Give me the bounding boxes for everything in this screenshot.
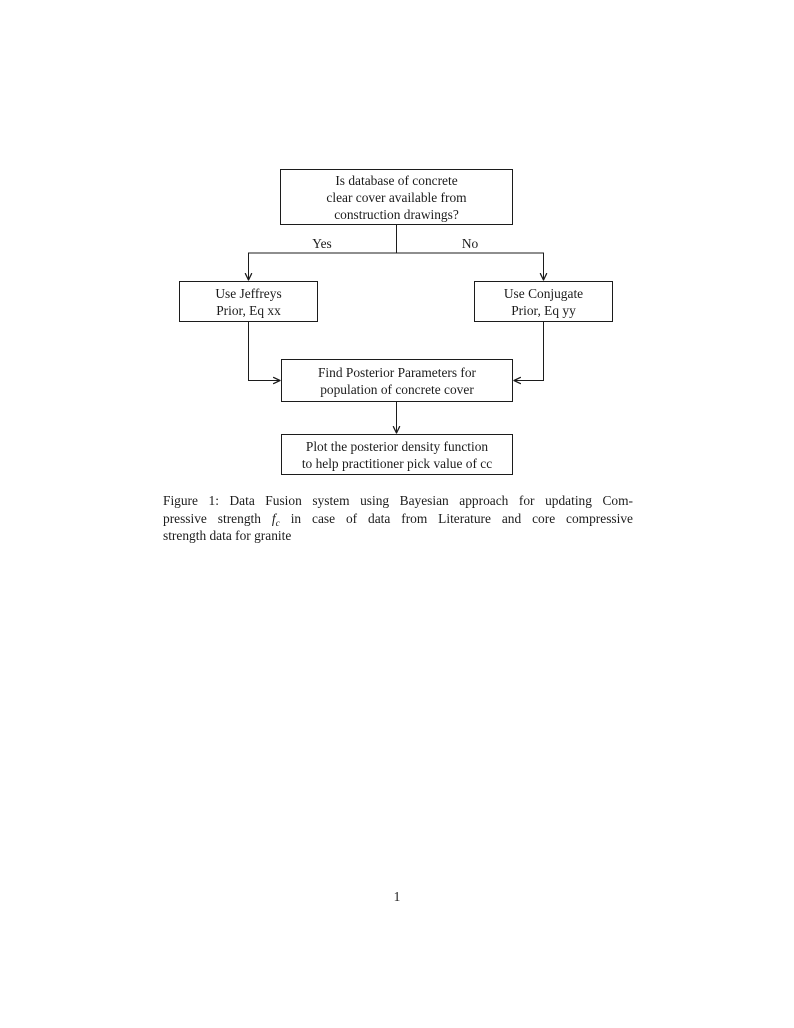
caption-line-2-pre: pressive strength bbox=[163, 510, 261, 526]
caption-math-f: f bbox=[271, 510, 276, 526]
flowchart-node-conjugate-prior: Use Conjugate Prior, Eq yy bbox=[474, 281, 613, 322]
node-conjugate-line: Prior, Eq yy bbox=[511, 302, 576, 318]
caption-math-fc: fc bbox=[271, 510, 280, 529]
caption-math-subscript: c bbox=[275, 518, 280, 529]
node-question-line: Is database of concrete bbox=[335, 172, 458, 188]
node-plot-line: to help practitioner pick value of cc bbox=[301, 455, 493, 471]
node-question-line: construction drawings? bbox=[334, 206, 459, 222]
page-number: 1 bbox=[393, 889, 401, 904]
node-jeffreys-line: Prior, Eq xx bbox=[216, 302, 281, 318]
figure-caption: Figure 1: Data Fusion system using Bayes… bbox=[163, 492, 633, 545]
node-jeffreys-line: Use Jeffreys bbox=[215, 285, 282, 301]
node-posterior-line: Find Posterior Parameters for bbox=[317, 364, 477, 380]
caption-line-1: Figure 1: Data Fusion system using Bayes… bbox=[163, 493, 633, 508]
node-posterior-line: population of concrete cover bbox=[320, 381, 474, 397]
flowchart-node-question: Is database of concrete clear cover avai… bbox=[280, 169, 513, 225]
node-conjugate-line: Use Conjugate bbox=[503, 285, 584, 301]
caption-line-2-post: in case of data from Literature and core… bbox=[290, 510, 633, 526]
caption-line-2: pressive strength fc in case of data fro… bbox=[163, 510, 633, 529]
edge-label-no: No bbox=[461, 236, 479, 251]
caption-line-3: strength data for granite bbox=[163, 528, 292, 543]
node-question-line: clear cover available from bbox=[326, 189, 467, 205]
edge-label-yes: Yes bbox=[312, 236, 332, 251]
flowchart-node-posterior-parameters: Find Posterior Parameters for population… bbox=[281, 359, 513, 402]
flowchart-node-jeffreys-prior: Use Jeffreys Prior, Eq xx bbox=[179, 281, 318, 322]
flowchart-node-plot-density: Plot the posterior density function to h… bbox=[281, 434, 513, 475]
node-plot-line: Plot the posterior density function bbox=[305, 438, 489, 454]
